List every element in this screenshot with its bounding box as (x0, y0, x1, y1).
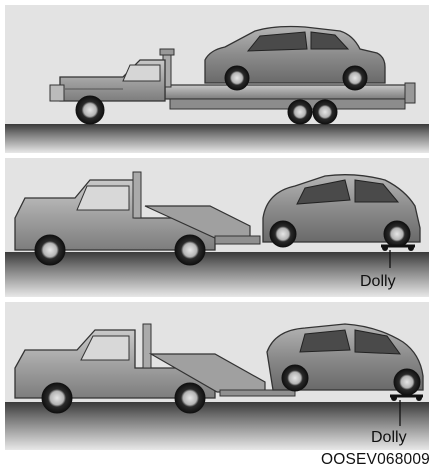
road (5, 402, 429, 450)
road (5, 124, 429, 153)
dolly-label: Dolly (360, 274, 396, 290)
flatbed-panel (5, 5, 429, 153)
wheel-lift-rear-illustration (5, 302, 429, 450)
wheel-lift-rear-panel: Dolly (5, 302, 429, 450)
figure-code: OOSEV068009 (321, 451, 430, 469)
flatbed-illustration (5, 5, 429, 153)
wheel-lift-front-panel: Dolly (5, 158, 429, 297)
dolly-label: Dolly (371, 430, 407, 446)
